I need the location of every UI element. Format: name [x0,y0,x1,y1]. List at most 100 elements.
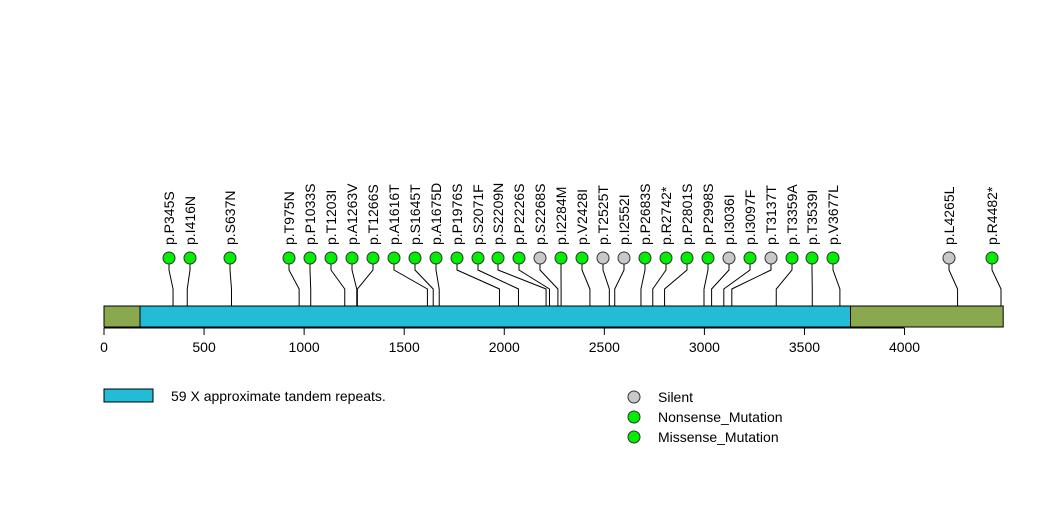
mutation-label: p.P1976S [449,184,465,246]
mutation-head [512,251,526,265]
mutation-label: p.T3137T [763,185,779,245]
mutation-head [533,251,547,265]
legend: 59 X approximate tandem repeats. SilentNo… [103,388,783,445]
legend-category-marker [627,430,641,444]
mutation-head [282,251,296,265]
mutation-label: p.L4265L [941,186,957,245]
mutation-head [785,251,799,265]
x-tick-label: 4000 [889,339,920,355]
mutation-head [617,251,631,265]
mutation-stem [414,258,434,306]
mutation-head [450,251,464,265]
mutation-stem [948,258,959,306]
connector-lines [168,258,1002,306]
mutation-label: p.I416N [182,196,198,245]
mutation-head [942,251,956,265]
mutation-stem [711,258,730,306]
mutation-head [345,251,359,265]
legend-category-marker [627,410,641,424]
mutation-head [596,251,610,265]
mutation-label: p.I2552I [616,194,632,245]
mutation-stem [351,258,358,306]
mutation-head [805,251,819,265]
mutation-label: p.V3677L [825,185,841,245]
mutation-stem [581,258,591,306]
mutation-head [408,251,422,265]
legend-domain-swatch [103,388,154,403]
mutation-stem [186,258,191,306]
x-tick-label: 500 [192,339,216,355]
mutation-head [826,251,840,265]
mutation-head [303,251,317,265]
mutation-stem [518,258,550,306]
mutation-label: p.S637N [222,191,238,245]
mutation-head [575,251,589,265]
mutation-stem [731,258,772,306]
legend-category-label: Silent [658,389,693,405]
mutation-stem [832,258,841,306]
mutation-label: p.P2226S [511,184,527,246]
mutation-label: p.S1645T [407,184,423,245]
mutation-label: p.S2071F [470,184,486,245]
mutation-stem [330,258,346,306]
x-tick-label: 2000 [489,339,520,355]
mutation-label: p.T975N [281,191,297,245]
mutation-head [701,251,715,265]
mutation-head [680,251,694,265]
x-tick-label: 3000 [689,339,720,355]
mutation-label: p.T1266S [365,184,381,245]
mutation-head [223,251,237,265]
x-tick-label: 1500 [389,339,420,355]
legend-category-label: Nonsense_Mutation [658,409,783,425]
mutation-label: p.R4482* [984,186,1000,245]
mutation-label: p.P2801S [679,184,695,246]
x-tick-label: 0 [100,339,108,355]
legend-category-marker [627,390,641,404]
mutation-label: p.P1033S [302,184,318,246]
mutation-label: p.P345S [161,191,177,245]
mutation-head [387,251,401,265]
mutation-stem [602,258,610,306]
mutation-stem [775,258,793,306]
mutation-label: p.P2998S [700,184,716,246]
mutation-label: p.A1616T [386,184,402,245]
x-tick-label: 1000 [289,339,320,355]
mutation-head [491,251,505,265]
mutation-head [743,251,757,265]
mutation-stem [991,258,1002,306]
mutation-label: p.A1263V [344,183,360,245]
mutation-stem [229,258,232,306]
mutation-head [554,251,568,265]
mutation-head [183,251,197,265]
mutation-head [722,251,736,265]
mutation-stem [640,258,646,306]
protein-backbone [103,305,1004,328]
mutation-stem [356,258,374,306]
mutation-stem [539,258,559,306]
mutation-label: p.T2525T [595,185,611,245]
mutation-label: p.T3539I [804,190,820,245]
mutation-stem [309,258,312,306]
mutation-lollipops: p.P345S p.I416N p.S637N p.T975N p.P1033S p.T1… [161,183,1000,265]
mutation-head [324,251,338,265]
mutation-label: p.A1675D [428,183,444,245]
mutation-stem [614,258,625,306]
mutation-label: p.S2268S [532,184,548,246]
mutation-head [162,251,176,265]
mutation-label: p.S2209N [490,183,506,245]
x-axis: 0 500 1000 1500 2000 2500 3000 3500 4000 [100,327,920,355]
domain-bar [139,305,851,328]
mutation-head [985,251,999,265]
legend-domain-label: 59 X approximate tandem repeats. [171,388,386,404]
mutation-head [764,251,778,265]
mutation-head [659,251,673,265]
mutation-stem [652,258,667,306]
mutation-stem [168,258,174,306]
mutation-head [429,251,443,265]
mutation-stem [664,258,688,306]
x-tick-label: 2500 [589,339,620,355]
x-tick-label: 3500 [789,339,820,355]
mutation-stem [288,258,300,306]
mutation-label: p.I2284M [553,187,569,245]
